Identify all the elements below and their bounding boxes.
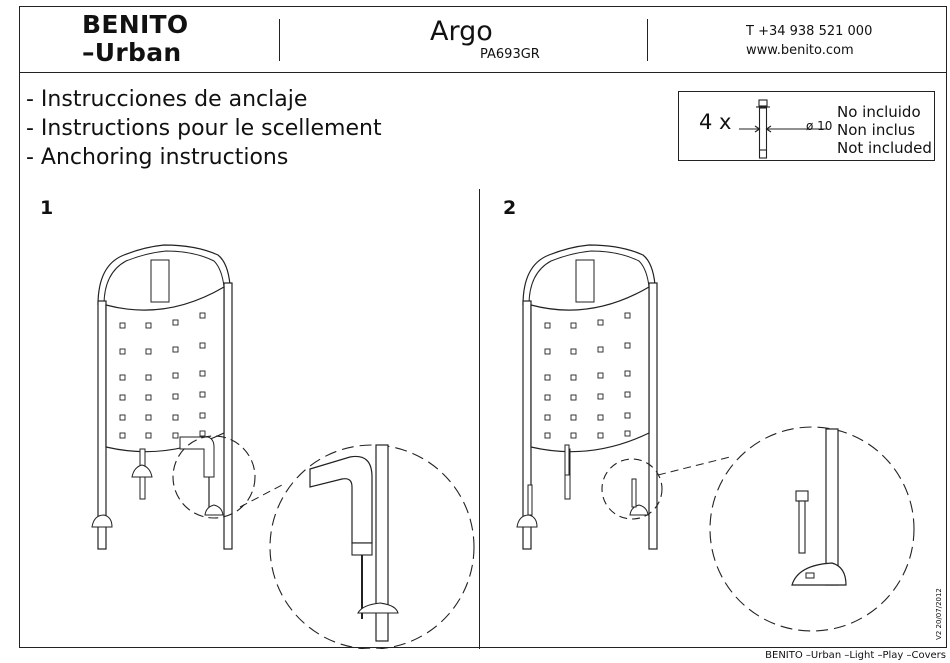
brand-logo: BENITO –Urban	[82, 11, 188, 67]
note-fr: Non inclus	[837, 121, 916, 139]
version-stamp: V2 20/07/2012	[934, 585, 944, 645]
bolt-quantity: 4 x	[699, 110, 732, 134]
step-1-number: 1	[40, 197, 54, 219]
note-en: Not included	[837, 139, 932, 157]
step-2-bin-drawing	[516, 244, 731, 550]
footer-brands: BENITO –Urban –Light –Play –Covers	[765, 650, 946, 661]
product-code: PA693GR	[480, 47, 540, 62]
instruction-titles: - Instrucciones de anclaje - Instruction…	[26, 85, 382, 172]
anchor-bolt-icon	[739, 99, 827, 159]
note-es: No incluido	[837, 103, 921, 121]
header: BENITO –Urban Argo PA693GR T +34 938 521…	[20, 7, 946, 73]
bolt-diameter: ø 10	[806, 119, 833, 133]
product-name: Argo	[430, 16, 493, 47]
brand-line2: –Urban	[82, 38, 182, 67]
title-fr: - Instructions pour le scellement	[26, 116, 382, 141]
website: www.benito.com	[746, 43, 854, 58]
version-text: V2 20/07/2012	[935, 588, 943, 640]
step-2-detail-magnifier-circle	[709, 426, 915, 632]
steps-divider	[479, 189, 481, 649]
step-2-number: 2	[503, 197, 517, 219]
brand-line1: BENITO	[82, 10, 189, 39]
assembly-illustrations	[91, 244, 915, 649]
phone: T +34 938 521 000	[746, 24, 873, 39]
step-1-bin-drawing	[91, 244, 283, 550]
header-divider-right	[647, 19, 649, 61]
title-es: - Instrucciones de anclaje	[26, 87, 308, 112]
instruction-sheet: BENITO –Urban Argo PA693GR T +34 938 521…	[19, 6, 947, 649]
not-included-notes: No incluido Non inclus Not included	[837, 103, 932, 157]
step-1-detail-magnifier-circle	[269, 444, 475, 649]
header-divider-left	[279, 19, 281, 61]
hardware-legend: 4 x ø 10 No incluido Non inclus Not incl…	[678, 91, 935, 161]
title-en: - Anchoring instructions	[26, 145, 289, 170]
contact-info: T +34 938 521 000 www.benito.com	[746, 22, 872, 60]
